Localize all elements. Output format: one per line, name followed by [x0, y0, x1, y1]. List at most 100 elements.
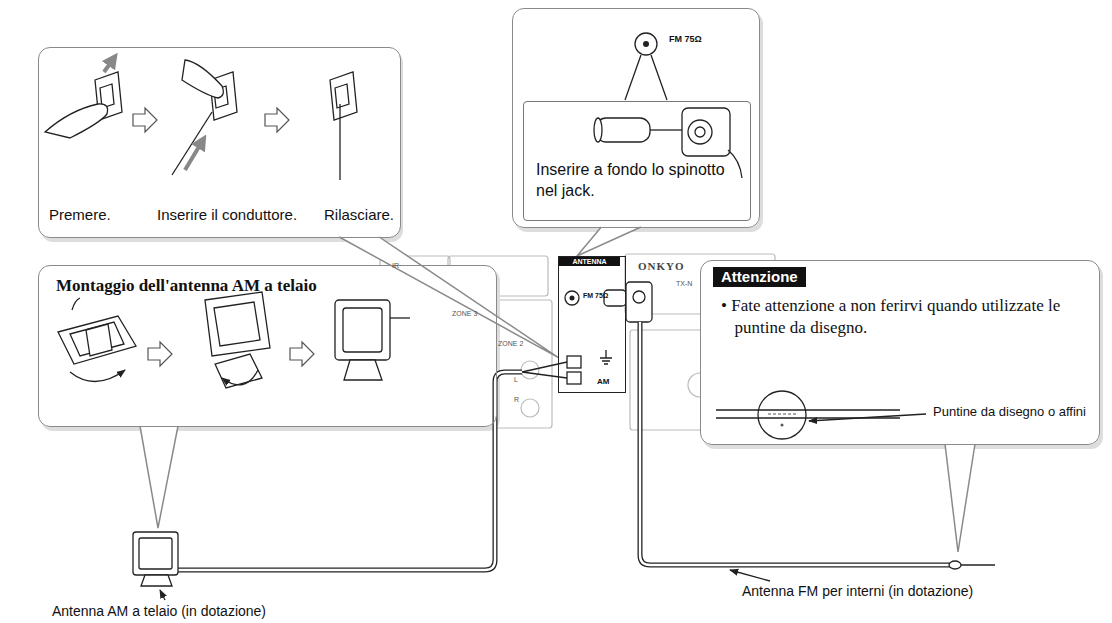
- loop-step-1: [86, 324, 112, 356]
- callout-box: Montaggio dell'antenna AM a telaio: [38, 265, 497, 427]
- fm-jack: [682, 108, 730, 156]
- jack-label: FM 75Ω: [669, 35, 702, 44]
- terminal-step-2: [172, 112, 212, 175]
- receiver-panel: [521, 399, 539, 417]
- loop-step-1: [58, 316, 136, 364]
- channel-label: R: [514, 396, 519, 404]
- fm-jack: [625, 55, 667, 100]
- am-wire: [139, 538, 172, 569]
- callout-ground: [700, 260, 1100, 445]
- terminal-step-2: [182, 60, 223, 98]
- fm-jack: [635, 33, 657, 55]
- pin-magnifier: [809, 414, 926, 421]
- instruction-text: Inserire a fondo lo spinotto nel jack.: [536, 160, 731, 202]
- callout-ground: [140, 426, 178, 528]
- terminal-step-1: [104, 58, 114, 72]
- part-label: Antenna FM per interni (in dotazione): [742, 583, 973, 600]
- fm-cable: [949, 561, 961, 569]
- loop-step-2: [214, 302, 260, 346]
- am-wire: [178, 372, 522, 570]
- callout-pointer: [577, 227, 641, 256]
- loop-step-3: [335, 300, 390, 360]
- instruction-box: Inserire a fondo lo spinotto nel jack.: [523, 101, 751, 221]
- antenna-terminals: [600, 350, 612, 364]
- antenna-panel: ANTENNA FM 75Ω AM: [558, 256, 626, 393]
- caution-heading: Attenzione: [713, 267, 806, 287]
- loop-step-1: [58, 298, 136, 382]
- terminal-step-3: [339, 104, 340, 180]
- fm-jack: [650, 129, 682, 130]
- am-wire: [141, 575, 172, 586]
- terminal-label: AM: [597, 377, 609, 387]
- am-wire: [133, 532, 178, 575]
- antenna-terminals: [565, 291, 579, 305]
- fm-jack: [594, 33, 742, 178]
- panel-label: IR: [392, 262, 399, 270]
- pin-magnifier: [758, 391, 806, 439]
- callout-box: Premere. Inserire il conduttore. Rilasciar…: [38, 47, 401, 238]
- pin-magnifier: [716, 391, 926, 439]
- callout-ground: [512, 8, 760, 228]
- loop-step-2: [205, 292, 270, 356]
- step-caption: Premere.: [49, 206, 111, 224]
- callout-ground: [38, 8, 1103, 552]
- loop-step-1: [72, 298, 80, 310]
- antenna-terminals: [567, 372, 581, 384]
- fm-jack: [728, 150, 742, 178]
- fm-cable: [640, 322, 950, 565]
- step-caption: Inserire il conduttore.: [157, 206, 297, 224]
- part-label: Puntine da disegno o affini: [933, 404, 1086, 420]
- pin-magnifier: [768, 414, 796, 415]
- callout-heading: Montaggio dell'antenna AM a telaio: [56, 276, 317, 296]
- loop-step-2: [205, 292, 270, 388]
- part-label: Antenna AM a telaio (in dotazione): [52, 603, 266, 620]
- model-label: TX-N: [676, 280, 692, 288]
- fm-jack: [695, 127, 705, 137]
- fm-cable: [633, 291, 645, 303]
- callout-box: Inserire a fondo lo spinotto nel jack. FM…: [512, 8, 760, 228]
- leader-arrow: [160, 590, 165, 600]
- loop-step-1: [70, 370, 125, 382]
- step-arrow: [290, 342, 314, 366]
- fm-cable: [640, 322, 950, 565]
- loop-step-1: [70, 322, 124, 356]
- brand-logo: ONKYO: [638, 260, 685, 273]
- fm-cable: [961, 564, 995, 565]
- terminal-step-3: [330, 72, 357, 120]
- fm-jack: [596, 118, 650, 142]
- callout-pointer: [339, 237, 558, 357]
- terminal-step-1: [45, 58, 122, 138]
- terminal-step-1: [45, 104, 108, 138]
- fm-jack: [643, 41, 649, 47]
- loop-step-3: [343, 308, 382, 352]
- antenna-terminals: [567, 356, 581, 368]
- caution-text: • Fate attenzione a non ferirvi quando u…: [721, 295, 1085, 339]
- terminal-step-2: [185, 140, 203, 170]
- fm-jack: [688, 120, 712, 144]
- step-caption: Rilasciare.: [324, 206, 394, 224]
- terminal-step-3: [335, 84, 349, 108]
- leader-arrow: [730, 570, 770, 581]
- pin-magnifier: [781, 424, 784, 427]
- antenna-terminals: [570, 296, 575, 301]
- step-arrow: [148, 342, 172, 366]
- fm-cable: [626, 282, 652, 322]
- step-arrow: [265, 108, 289, 132]
- callout-ground: [38, 265, 497, 427]
- panel-heading: ANTENNA: [559, 257, 620, 266]
- callout-ground: [558, 256, 622, 392]
- am-wire: [178, 372, 522, 570]
- step-arrow: [133, 108, 157, 132]
- terminal-step-2: [172, 60, 237, 175]
- panel-label: ZONE 2: [498, 340, 523, 348]
- am-wire: [522, 362, 567, 378]
- loop-step-3: [390, 317, 410, 318]
- am-wire: [133, 362, 567, 586]
- callout-ground: [38, 47, 400, 238]
- loop-step-3: [344, 360, 382, 380]
- channel-label: L: [514, 376, 518, 384]
- jack-label: FM 75Ω: [583, 292, 608, 299]
- panel-label: ZONE 3: [452, 310, 477, 318]
- fm-jack: [594, 118, 602, 142]
